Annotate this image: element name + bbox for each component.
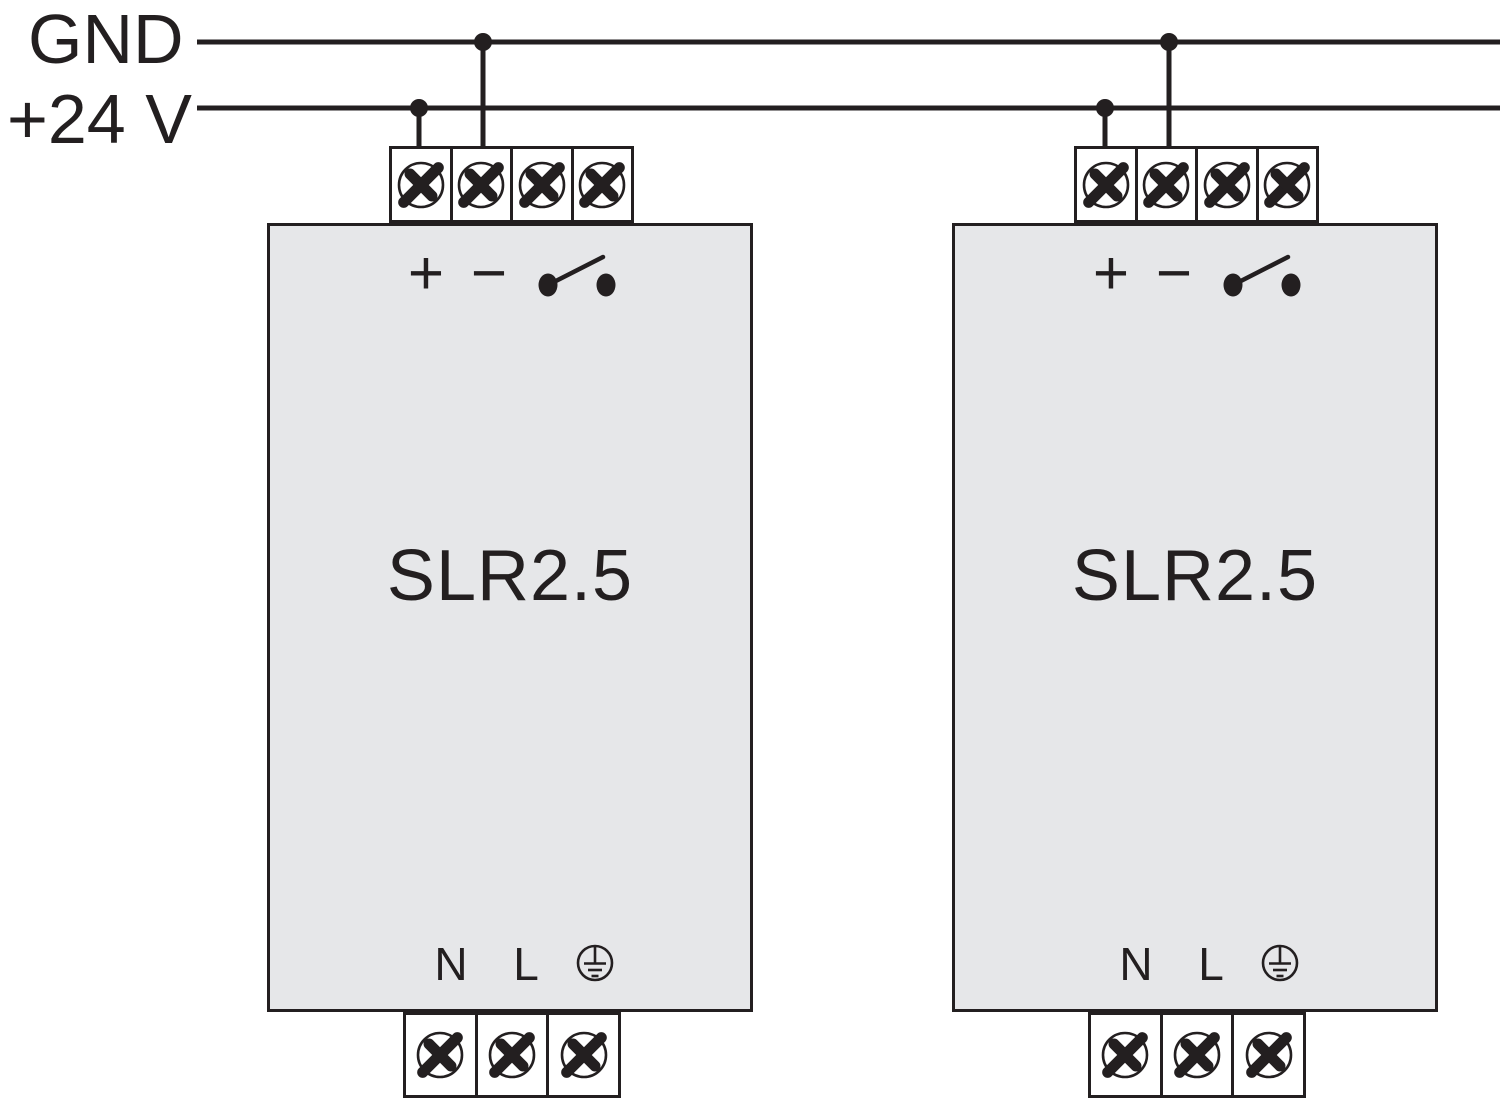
screw-terminal-icon [1173, 1031, 1221, 1079]
device-model-label: SLR2.5 [386, 536, 634, 616]
screw-terminal-icon [457, 161, 505, 208]
minus-terminal-label: − [1155, 239, 1193, 308]
line-terminal-label: L [513, 938, 539, 990]
screw-terminal-minus [452, 149, 513, 220]
screw-terminal-switch-b [573, 149, 631, 220]
remote-switch-icon [538, 254, 616, 297]
plus-terminal-label: + [1092, 239, 1130, 308]
gnd-bus-label: GND [28, 0, 184, 78]
screw-terminal-icon [1142, 161, 1190, 208]
screw-terminal-earth [549, 1015, 619, 1095]
minus-terminal-label: − [470, 239, 508, 308]
protective-earth-icon [1261, 944, 1299, 982]
screw-terminal-neutral [406, 1015, 478, 1095]
screw-terminal-switch-b [1258, 149, 1316, 220]
screw-terminal-plus [1077, 149, 1138, 220]
screw-terminal-icon [518, 161, 566, 208]
screw-terminal-switch-a [1198, 149, 1259, 220]
junction-dot [474, 33, 492, 51]
screw-terminal-icon [1102, 1031, 1149, 1079]
screw-terminal-switch-a [513, 149, 574, 220]
plus24v-bus-label: +24 V [7, 80, 192, 158]
junction-dot [1160, 33, 1178, 51]
protective-earth-icon [576, 944, 614, 982]
remote-switch-icon [1223, 254, 1301, 297]
device-body: + − SLR2.5 N L [952, 223, 1438, 1012]
screw-terminal-icon [1263, 161, 1311, 208]
line-terminal-label: L [1198, 938, 1224, 990]
junction-dot [410, 99, 428, 117]
device-model-label: SLR2.5 [1071, 536, 1319, 616]
screw-terminal-line [477, 1015, 550, 1095]
bottom-terminal-block [1088, 1012, 1306, 1098]
screw-terminal-icon [560, 1031, 607, 1079]
device-body: + − SLR2.5 N L [267, 223, 753, 1012]
screw-terminal-plus [392, 149, 453, 220]
screw-terminal-minus [1137, 149, 1198, 220]
bottom-terminal-block [403, 1012, 621, 1098]
neutral-terminal-label: N [434, 938, 468, 990]
screw-terminal-earth [1234, 1015, 1304, 1095]
plus-terminal-label: + [407, 239, 445, 308]
top-terminal-block [389, 146, 634, 223]
junction-dot [1096, 99, 1114, 117]
screw-terminal-icon [1245, 1031, 1292, 1079]
screw-terminal-icon [1203, 161, 1251, 208]
screw-terminal-line [1162, 1015, 1235, 1095]
neutral-terminal-label: N [1119, 938, 1153, 990]
screw-terminal-icon [578, 161, 626, 208]
screw-terminal-icon [397, 161, 445, 208]
top-terminal-block [1074, 146, 1319, 223]
screw-terminal-icon [417, 1031, 464, 1079]
power-supply-unit-2: + − SLR2.5 N L [952, 146, 1438, 1098]
screw-terminal-icon [1082, 161, 1130, 208]
screw-terminal-icon [488, 1031, 536, 1079]
screw-terminal-neutral [1091, 1015, 1163, 1095]
power-supply-unit-1: + − SLR2.5 N L [267, 146, 753, 1098]
